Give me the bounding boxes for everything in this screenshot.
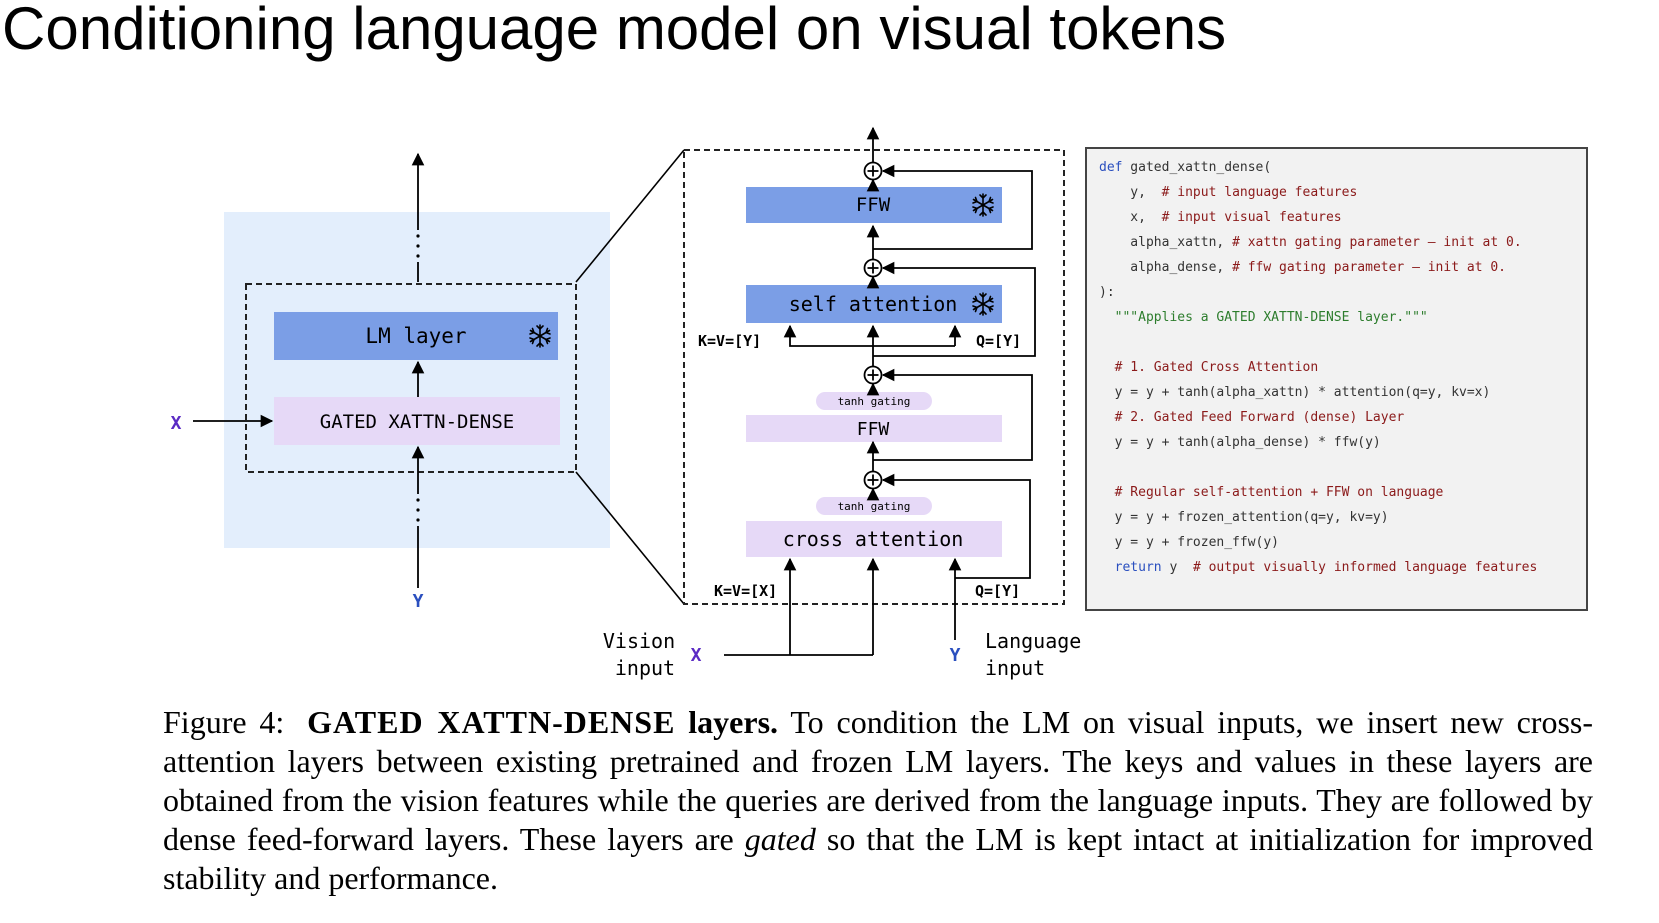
self-attention-block — [746, 285, 1002, 323]
left-dot — [416, 498, 420, 502]
q-bottom-text: Q=[Y] — [975, 582, 1020, 600]
left-panel-background — [224, 212, 610, 548]
caption-text-end: so that the LM is kept intact at initial… — [163, 821, 1594, 896]
caption-italic: gated — [744, 821, 816, 857]
self-attention-kv-bracket — [783, 324, 955, 347]
code-comment: # 2. Gated Feed Forward (dense) Layer — [1099, 410, 1405, 425]
code-comment: # input language features — [1161, 185, 1358, 200]
code-comment: # Regular self-attention + FFW on langua… — [1099, 485, 1444, 500]
left-dot — [416, 518, 420, 522]
vision-input-label-line1: Vision — [603, 629, 675, 653]
plus-circle-icon — [863, 258, 883, 278]
gated-xattn-dense-label: GATED XATTN-DENSE — [320, 411, 514, 433]
kv-bottom-label: K=V=[X] — [714, 582, 777, 600]
vision-input-label-line2: input — [615, 656, 675, 680]
code-line: ): — [1099, 285, 1115, 300]
code-text: alpha_xattn, — [1099, 235, 1233, 250]
vision-x-label: X — [691, 645, 702, 666]
q-top-label: Q=[Y] — [976, 332, 1021, 350]
zoom-connector-top — [575, 149, 685, 283]
code-line: alpha_xattn, # xattn gating parameter – … — [1099, 235, 1522, 251]
code-comment: # output visually informed language feat… — [1192, 560, 1538, 575]
plus-circle-icon — [863, 470, 883, 490]
language-y-label: Y — [950, 645, 961, 666]
caption-heading-rest: layers. — [675, 704, 779, 740]
code-text: alpha_dense, — [1099, 260, 1233, 275]
ffw-gated-label: FFW — [857, 419, 890, 440]
code-listing: def gated_xattn_dense( y, # input langua… — [1085, 147, 1588, 611]
ffw-top-label: FFW — [856, 194, 891, 216]
code-docstring: """Applies a GATED XATTN-DENSE layer.""" — [1099, 310, 1428, 325]
q-bottom-label: Q=[Y] — [975, 582, 1020, 600]
tanh-gating-label-2: tanh gating — [838, 500, 911, 513]
q-top-text: Q=[Y] — [976, 332, 1021, 350]
tanh-gating-label-1: tanh gating — [838, 395, 911, 408]
code-text: gated_xattn_dense( — [1122, 160, 1272, 175]
code-comment: # input visual features — [1161, 210, 1342, 225]
ffw-top-block — [746, 187, 1002, 223]
zoom-dashed-frame — [683, 149, 1065, 605]
code-line: return y # output visually informed lang… — [1099, 560, 1538, 576]
code-keyword: return — [1099, 560, 1162, 575]
code-line: x, # input visual features — [1099, 210, 1342, 226]
left-y-label: Y — [413, 591, 424, 612]
language-input-label-line1: Language — [985, 629, 1081, 653]
left-dot — [416, 244, 420, 248]
left-x-label: X — [171, 413, 182, 434]
residual-skip-1 — [873, 164, 1033, 250]
cross-attention-block — [746, 521, 1002, 557]
caption-text: To condition the LM on visual inputs, we… — [163, 704, 1594, 857]
slide-title: Conditioning language model on visual to… — [2, 0, 1227, 62]
left-dot — [416, 254, 420, 258]
code-text: y — [1161, 560, 1193, 575]
tanh-gating-pill-1 — [816, 392, 932, 410]
figure-label: Figure 4: — [163, 704, 285, 740]
gated-xattn-dense-block — [274, 397, 560, 445]
zoom-connector-bottom — [575, 471, 685, 605]
lm-layer-block — [274, 312, 558, 360]
code-line: y = y + tanh(alpha_dense) * ffw(y) — [1099, 435, 1381, 450]
code-comment: # ffw gating parameter – init at 0. — [1232, 260, 1506, 275]
residual-skip-4 — [881, 473, 1031, 579]
tanh-gating-pill-2 — [816, 497, 932, 515]
cross-attention-label: cross attention — [783, 527, 964, 551]
left-dashed-frame — [245, 283, 577, 473]
code-keyword: def — [1099, 160, 1123, 175]
self-attention-label: self attention — [789, 292, 958, 316]
left-dot — [416, 508, 420, 512]
residual-skip-3 — [873, 368, 1033, 461]
code-text: x, — [1099, 210, 1162, 225]
code-line: y = y + frozen_attention(q=y, kv=y) — [1099, 510, 1389, 525]
code-line: def gated_xattn_dense( — [1099, 160, 1271, 176]
code-comment: # xattn gating parameter – init at 0. — [1232, 235, 1522, 250]
kv-bottom-text: K=V=[X] — [714, 582, 777, 600]
code-line: alpha_dense, # ffw gating parameter – in… — [1099, 260, 1506, 276]
code-line: y, # input language features — [1099, 185, 1357, 201]
plus-circle-icon — [863, 365, 883, 385]
code-comment: # 1. Gated Cross Attention — [1099, 360, 1319, 375]
code-line: y = y + frozen_ffw(y) — [1099, 535, 1280, 550]
lm-layer-label: LM layer — [365, 324, 466, 348]
kv-top-label: K=V=[Y] — [698, 332, 761, 350]
ffw-gated-block — [746, 415, 1002, 442]
figure-caption: Figure 4: GATED XATTN-DENSE layers. To c… — [163, 703, 1593, 898]
plus-circle-icon — [863, 161, 883, 181]
code-text: y, — [1099, 185, 1162, 200]
language-input-label-line2: input — [985, 656, 1045, 680]
kv-top-text: K=V=[Y] — [698, 332, 761, 350]
left-dot — [416, 234, 420, 238]
caption-heading-smallcaps: GATED XATTN-DENSE — [307, 704, 676, 740]
residual-skip-2 — [873, 261, 1036, 357]
code-line: y = y + tanh(alpha_xattn) * attention(q=… — [1099, 385, 1491, 400]
